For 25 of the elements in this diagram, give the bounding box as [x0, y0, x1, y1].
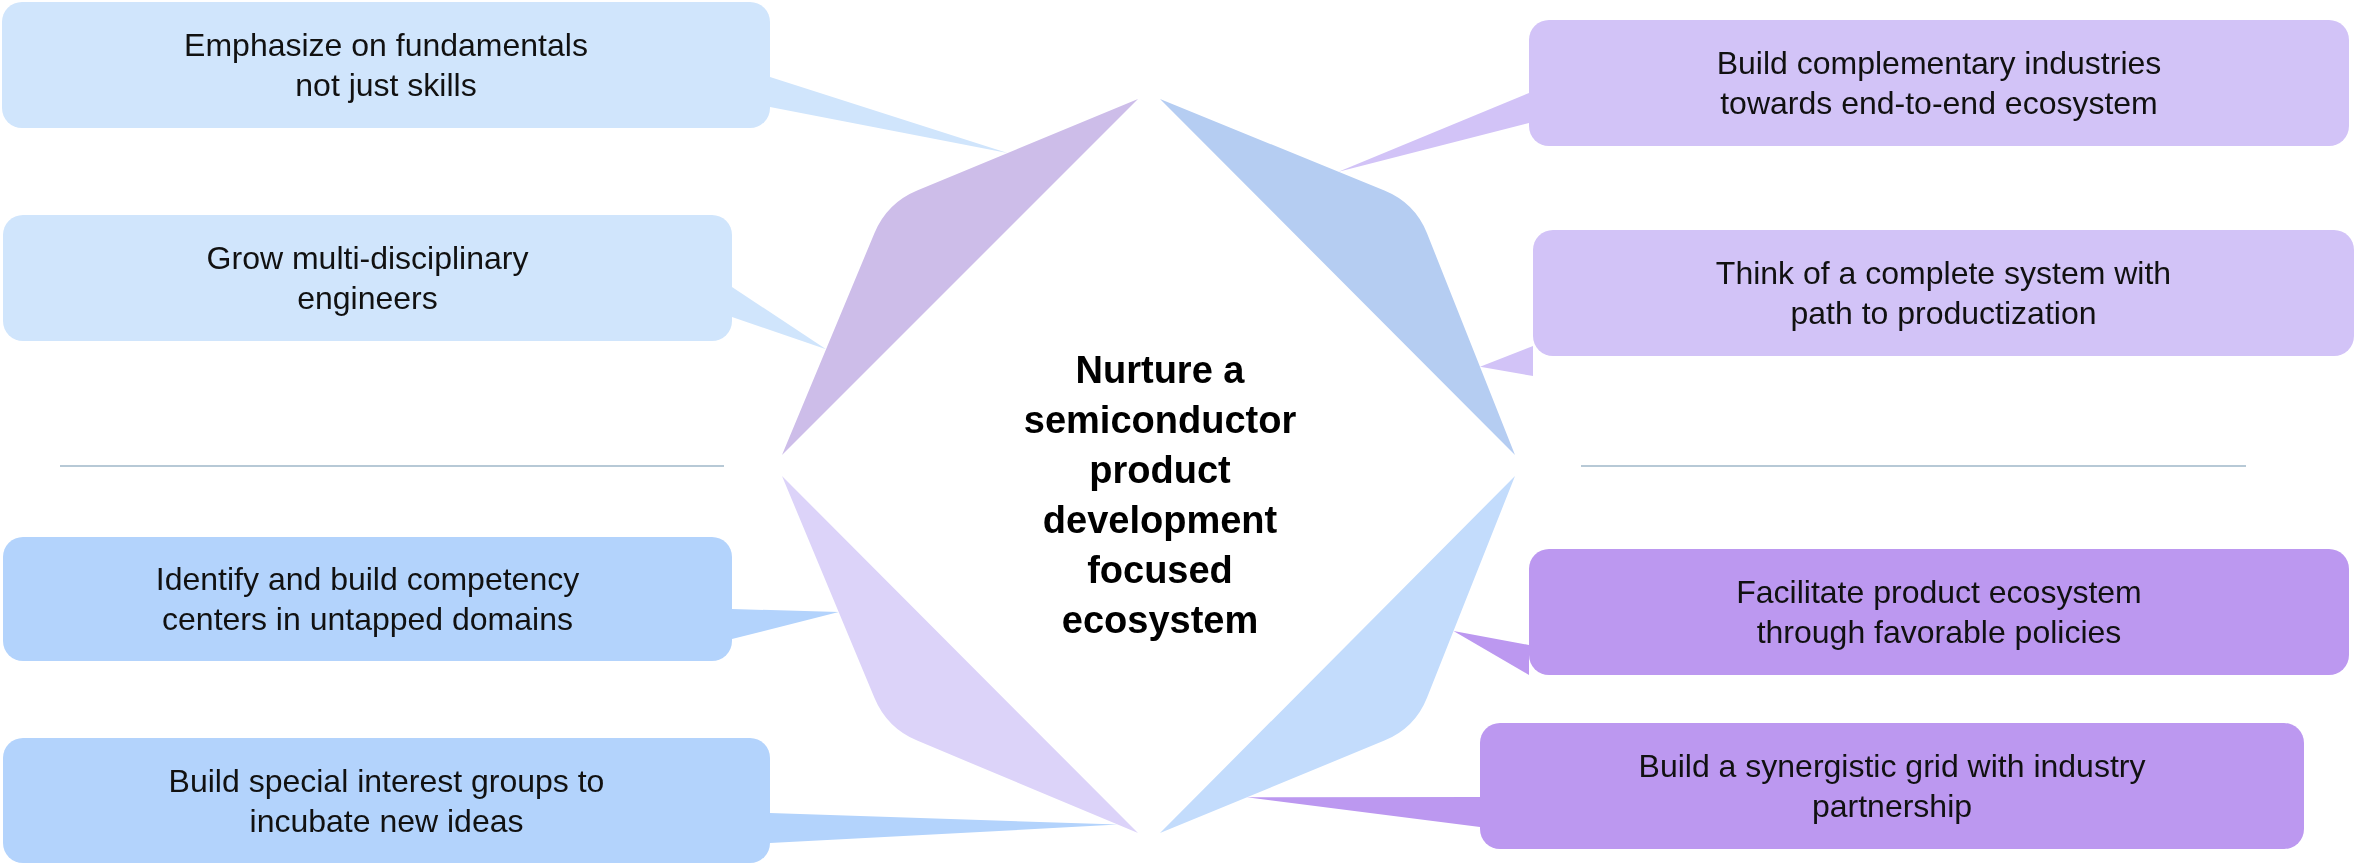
callout-text: Identify and build competency centers in untapped domains: [154, 560, 581, 639]
callout-text: Emphasize on fundamentals not just skills: [183, 26, 589, 105]
callout-box: [3, 215, 732, 341]
callout-box: [3, 537, 732, 661]
callout-tail: [1480, 346, 1533, 376]
callout-text: Build complementary industries towards end-to-end ecosystem: [1715, 44, 2163, 123]
callout-tail: [732, 287, 827, 350]
callout-tail: [770, 77, 1008, 154]
callout-box: [1529, 20, 2349, 146]
center-title: Nurture a semiconductor product development focused ecosystem: [1022, 348, 1298, 643]
callout-tail: [1246, 797, 1480, 827]
callout-tail: [1338, 93, 1529, 172]
callout-text: Think of a complete system with path to productization: [1714, 254, 2173, 333]
callout-text: Facilitate product ecosystem through favorable policies: [1735, 573, 2143, 652]
callout-text: Build special interest groups to incubate new ideas: [167, 761, 606, 841]
callout-tail: [732, 609, 839, 639]
callout-text: Grow multi-disciplinary engineers: [205, 239, 530, 318]
callout-box: [1529, 549, 2349, 675]
callout-box: [2, 2, 770, 128]
callout-box: [1480, 723, 2304, 849]
callout-tail: [1453, 631, 1529, 675]
callout-tail: [770, 813, 1118, 843]
callout-text: Build a synergistic grid with industry partnership: [1637, 747, 2147, 826]
callout-box: [1533, 230, 2354, 356]
callout-box: [3, 738, 770, 863]
